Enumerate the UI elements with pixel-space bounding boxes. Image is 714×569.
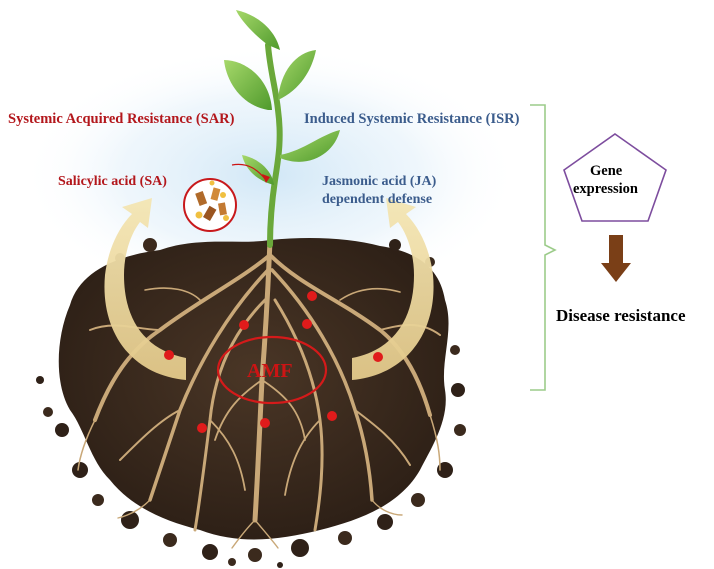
soil [36,238,466,568]
sar-label: Systemic Acquired Resistance (SAR) [8,111,235,127]
sa-molecule-icon [183,178,237,232]
sar-curved-arrow-icon [104,198,186,380]
down-arrow-icon [601,235,631,282]
gene-expression-pentagon [563,133,667,222]
isr-label: Induced Systemic Resistance (ISR) [304,111,520,127]
signal-arrowhead-icon [262,174,270,183]
gene-label-line1: Gene [590,163,623,179]
amf-label: AMF [247,360,293,382]
disease-resistance-label: Disease resistance [556,306,686,325]
gene-label-line2: expression [573,181,638,197]
ja-label-line2: dependent defense [322,192,433,207]
ja-label-line1: Jasmonic acid (JA) [322,174,437,189]
plant-leaves [224,10,340,185]
amf-ellipse [216,335,328,405]
plant-stem [265,42,283,248]
fungi-dots [164,291,383,433]
isr-curved-arrow-icon [352,198,434,380]
sa-label: Salicylic acid (SA) [58,174,167,189]
curly-bracket [530,104,557,391]
